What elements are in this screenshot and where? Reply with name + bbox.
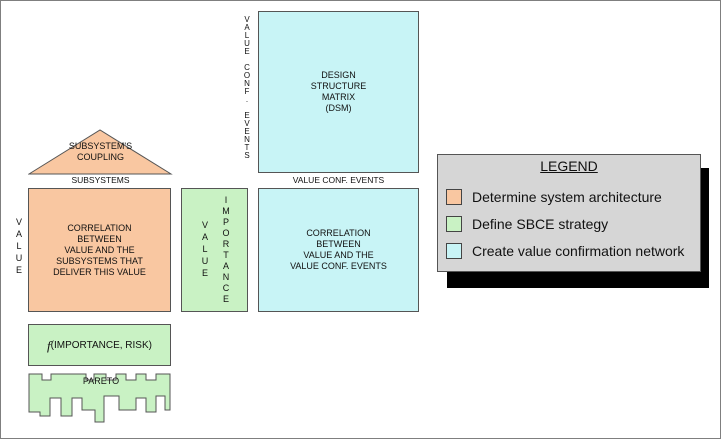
vertical-letter: T [244, 143, 250, 152]
vertical-letter: V [201, 220, 208, 230]
vertical-letter: A [201, 232, 208, 242]
legend-item-label: Define SBCE strategy [472, 216, 609, 232]
text-line: BETWEEN [77, 233, 122, 244]
legend-title: LEGEND [540, 158, 598, 174]
legend-item-label: Create value confirmation network [472, 243, 685, 259]
vertical-letter: A [222, 261, 229, 271]
vertical-letter: A [244, 23, 250, 32]
vertical-letter: V [244, 15, 250, 24]
pareto-label: PARETO [82, 376, 120, 386]
vertical-letter: V [244, 119, 250, 128]
legend-item-network: Create value confirmation network [446, 243, 684, 259]
legend-swatch-orange [446, 189, 462, 205]
legend-item-label: Determine system architecture [472, 189, 662, 205]
vertical-letter: N [222, 272, 230, 282]
vertical-letter: O [243, 71, 251, 80]
text-line: DESIGN [321, 70, 356, 80]
vertical-letter: E [201, 268, 208, 278]
vertical-letter: U [15, 253, 23, 263]
text-line: BETWEEN [316, 239, 361, 249]
value-conf-events-label: VALUE CONF. EVENTS [292, 175, 385, 185]
vertical-letter: E [15, 265, 22, 275]
legend-box: LEGEND Determine system architecture Def… [437, 154, 701, 272]
subsystems-label: SUBSYSTEMS [71, 175, 130, 185]
triangle-label-line2: COUPLING [76, 152, 124, 162]
vertical-letter: E [222, 294, 229, 304]
vertical-letter: R [222, 239, 230, 249]
text-line: SUBSYSTEMS THAT [56, 255, 143, 266]
text-line: CORRELATION [306, 228, 371, 238]
vertical-letter: . [245, 95, 249, 104]
text-line: VALUE AND THE [303, 250, 374, 260]
function-arguments: (IMPORTANCE, RISK) [50, 339, 152, 351]
vertical-letter: N [244, 135, 250, 144]
text-line: VALUE CONF. EVENTS [290, 261, 387, 271]
vertical-letter: U [244, 39, 250, 48]
text-line: VALUE AND THE [64, 244, 135, 255]
text-line: MATRIX [321, 92, 356, 102]
legend-swatch-green [446, 216, 462, 232]
vertical-letter: O [222, 228, 230, 238]
vertical-letter: E [244, 111, 250, 120]
pareto-chart-shape [28, 373, 171, 423]
vertical-letter: L [244, 31, 250, 40]
vertical-letter: C [222, 283, 230, 293]
vertical-letter: V [15, 217, 22, 227]
legend-swatch-cyan [446, 243, 462, 259]
legend-item-sbce: Define SBCE strategy [446, 216, 608, 232]
vertical-letter: E [244, 47, 250, 56]
text-line: (DSM) [325, 103, 352, 113]
vertical-letter: F [244, 87, 250, 96]
subsystems-coupling-triangle [28, 129, 173, 175]
text-line: CORRELATION [67, 222, 132, 233]
vertical-letter: A [15, 229, 22, 239]
vertical-letter: P [222, 217, 229, 227]
triangle-label: SUBSYSTEM'S COUPLING [28, 141, 173, 163]
vertical-letter: U [201, 256, 209, 266]
vertical-letter: T [223, 250, 229, 260]
vertical-letter: L [202, 244, 208, 254]
triangle-label-line1: SUBSYSTEM'S [68, 141, 133, 151]
vertical-letter: N [244, 79, 250, 88]
vertical-letter: E [244, 127, 250, 136]
legend-item-architecture: Determine system architecture [446, 189, 662, 205]
function-symbol: f [47, 337, 51, 353]
text-line: STRUCTURE [310, 81, 367, 91]
text-line: DELIVER THIS VALUE [53, 266, 146, 277]
vertical-letter: I [224, 195, 228, 205]
vertical-letter: M [222, 206, 230, 216]
vertical-letter: L [16, 241, 22, 251]
vertical-letter: S [244, 151, 250, 160]
importance-risk-function-box: f (IMPORTANCE, RISK) [28, 324, 171, 366]
vertical-letter: C [244, 63, 250, 72]
